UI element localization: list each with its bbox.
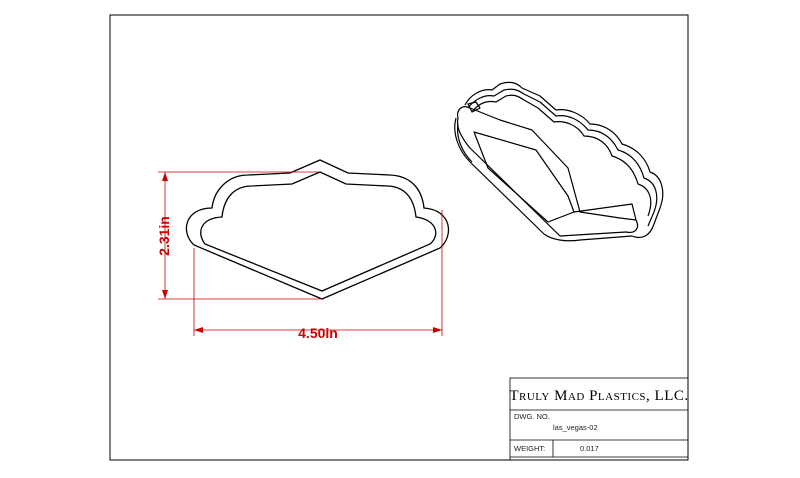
width-arrow-left [194, 327, 203, 333]
iso-rim-outer [464, 81, 664, 239]
iso-cavity-inner [473, 131, 575, 223]
dwg-no-label: DWG. NO. [514, 412, 550, 421]
dwg-no-value: las_vegas-02 [553, 423, 598, 432]
iso-cavity-outline [456, 106, 639, 237]
isometric-view [454, 81, 664, 242]
weight-label: WEIGHT: [514, 444, 545, 453]
iso-notch [467, 101, 481, 113]
width-dimension [193, 210, 443, 336]
iso-base-edge [454, 117, 633, 242]
iso-rim-outer-3 [471, 94, 652, 217]
iso-step-line [573, 203, 637, 221]
front-view-inner-outline [200, 171, 437, 292]
company-name: Truly Mad Plastics, LLC. [509, 388, 688, 404]
front-view-outer-outline [185, 159, 449, 300]
width-dimension-label: 4.50in [298, 325, 338, 341]
front-view [185, 159, 449, 300]
sheet-border [109, 14, 689, 461]
height-dimension [158, 171, 322, 300]
iso-rim-outer-2 [467, 88, 658, 227]
height-dimension-label: 2.31in [156, 216, 172, 256]
iso-base-edge-2 [457, 123, 473, 163]
width-arrow-right [433, 327, 442, 333]
title-block-frame [509, 377, 689, 461]
title-block [509, 377, 689, 461]
weight-value: 0.017 [580, 444, 599, 453]
height-arrow-bottom [162, 290, 168, 299]
height-arrow-top [162, 172, 168, 181]
